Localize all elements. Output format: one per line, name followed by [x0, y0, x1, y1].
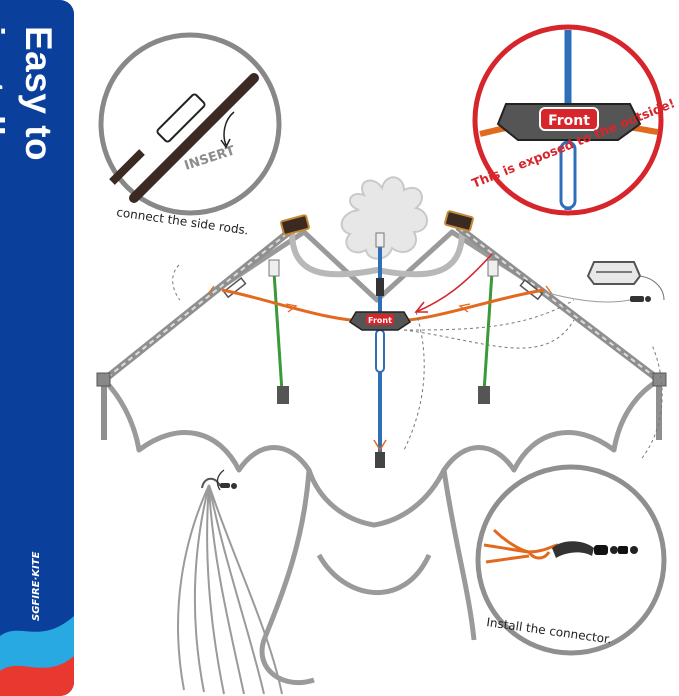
sidebar-title: Easy to install: [0, 26, 59, 162]
center-spine: [373, 232, 387, 468]
sidebar-wave-decoration: [0, 616, 74, 696]
kite-body-outline: [101, 229, 662, 686]
connector-callout: [475, 464, 667, 656]
left-vertical-spar: [268, 259, 289, 404]
front-callout: Front: [472, 24, 664, 216]
exposed-pointer-line: [415, 253, 493, 313]
swivel-connector-icon: [552, 541, 638, 558]
center-front-label: Front: [368, 316, 392, 325]
guide-lines: [172, 264, 663, 459]
tail-connector-icon: [201, 477, 237, 489]
orange-loop-knot: [483, 528, 559, 564]
dragon-head-outline: [340, 176, 428, 260]
front-label: Front: [548, 113, 590, 129]
crown-arch: [289, 231, 465, 278]
spreader-arrows: [207, 285, 553, 313]
insert-callout: INSERT: [98, 32, 282, 216]
kite-assembly-diagram: Front INSERT connect the side rods. Fron…: [96, 24, 677, 695]
sidebar-banner: Easy to install SGFIRE·KITE: [0, 0, 74, 696]
line-winder-icon: [586, 261, 665, 302]
tail-streamers: [177, 484, 283, 695]
insert-arrow-icon: [223, 111, 235, 146]
winder-line: [543, 291, 631, 303]
right-leading-edge-rod: [444, 210, 667, 440]
tail-curved-arrow-icon: [216, 469, 225, 491]
right-vertical-spar: [478, 259, 499, 404]
center-front-connector: Front: [348, 311, 412, 331]
